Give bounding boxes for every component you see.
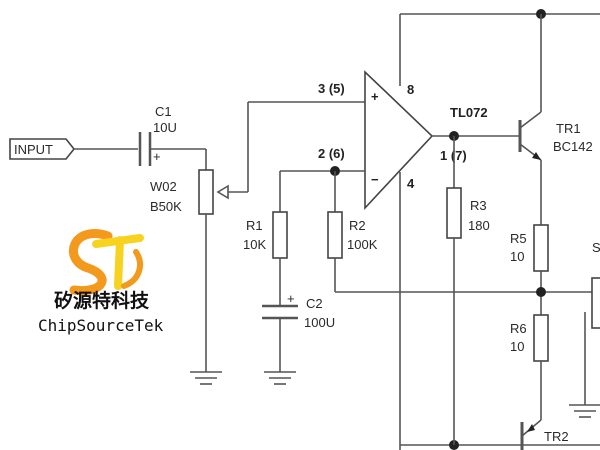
tr2-name: TR2 [544,429,569,444]
edge-label: S [592,240,600,255]
transistor-tr1: TR1 BC142 [518,111,593,161]
c1-polarity: + [153,149,161,164]
r5-value: 10 [510,249,524,264]
c2-polarity: + [287,291,295,306]
w02-value: B50K [150,199,182,214]
tr1-name: TR1 [556,121,581,136]
watermark-brand-cn: 矽源特科技 [54,289,150,312]
watermark-brand-en: ChipSourceTek [38,316,164,335]
resistor-r1: R1 10K [243,211,288,259]
resistor-r3: R3 180 [446,187,490,239]
pin-noninv-label: 3 (5) [318,81,345,96]
r6-name: R6 [510,321,527,336]
c2-value: 100U [304,315,335,330]
pin-inv-label: 2 (6) [318,146,345,161]
resistor-r2: R2 100K [327,211,378,259]
chipsourcetek-logo [68,229,144,296]
r2-value: 100K [347,237,378,252]
r1-name: R1 [246,218,263,233]
r1-value: 10K [243,237,266,252]
r3-value: 180 [468,218,490,233]
transistor-tr2: TR2 [520,419,569,450]
opamp-tl072: + − 3 (5) 2 (6) 1 (7) 8 4 TL072 [318,70,488,211]
ground-symbol-2 [264,371,296,385]
r2-name: R2 [349,218,366,233]
ground-symbol-1 [190,371,222,385]
r3-name: R3 [470,198,487,213]
capacitor-c1: C1 10U + [138,104,177,166]
tr1-part: BC142 [553,139,593,154]
r6-value: 10 [510,339,524,354]
edge-component: S [569,240,600,418]
r5-name: R5 [510,231,527,246]
c1-value: 10U [153,120,177,135]
pin-vminus-label: 4 [407,176,415,191]
potentiometer-w02: W02 B50K [150,169,229,215]
resistor-r6: R6 10 [510,314,549,362]
opamp-plus-sign: + [371,89,379,104]
c2-name: C2 [306,296,323,311]
resistor-r5: R5 10 [510,224,549,272]
opamp-part-label: TL072 [450,105,488,120]
pin-vplus-label: 8 [407,82,414,97]
input-terminal: INPUT [9,138,76,160]
c1-name: C1 [155,104,172,119]
opamp-minus-sign: − [371,172,379,187]
w02-name: W02 [150,179,177,194]
input-label: INPUT [14,142,53,157]
capacitor-c2: + C2 100U [262,291,335,330]
